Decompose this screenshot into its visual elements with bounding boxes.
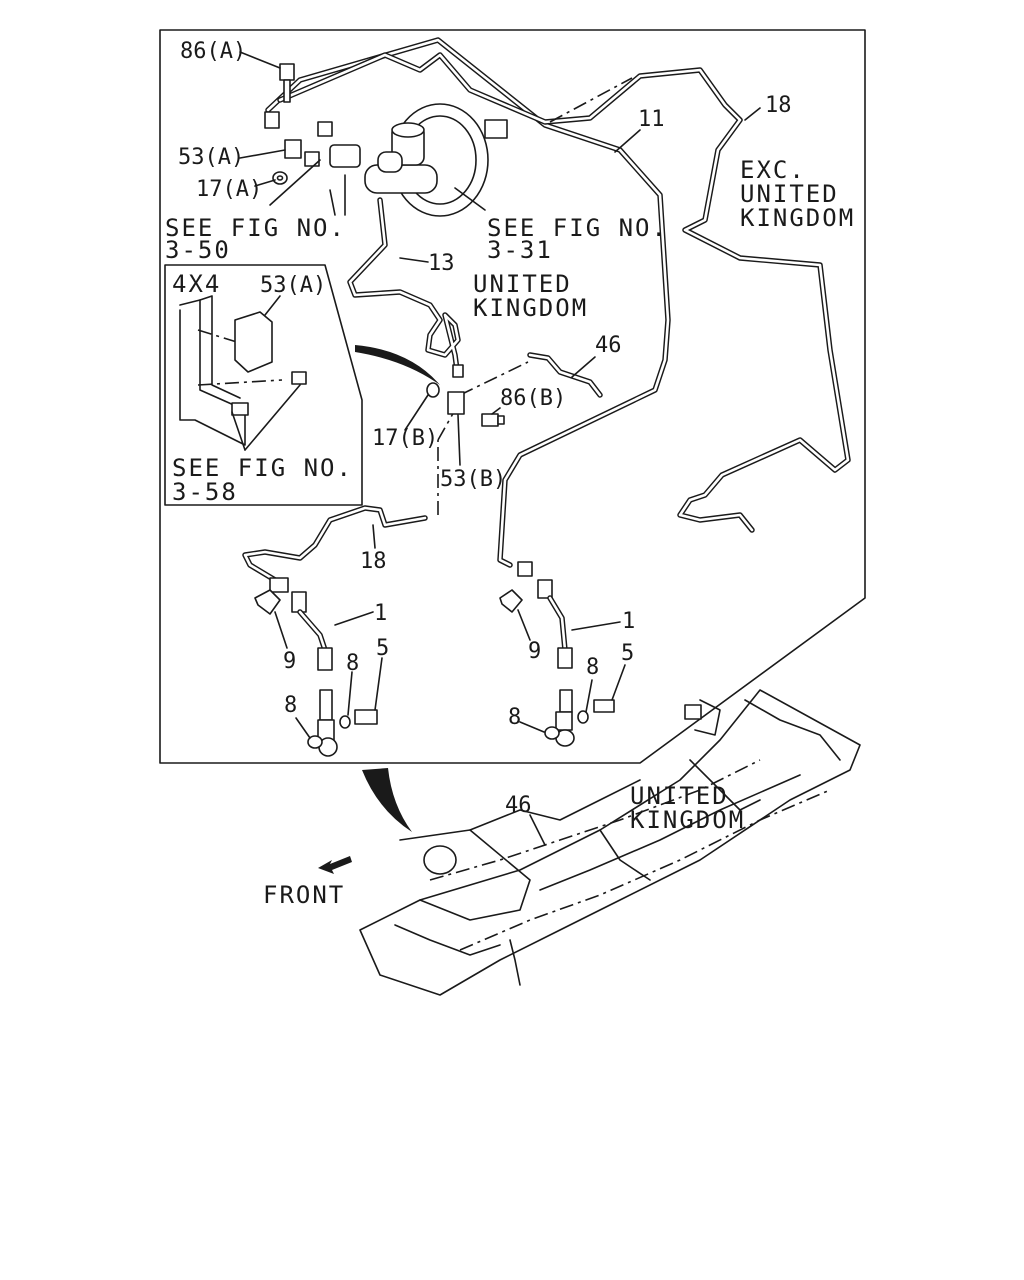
label-see-fig-3-58-line1: SEE FIG NO. — [172, 454, 353, 482]
guide-line-1 — [549, 77, 633, 123]
connector-fittings — [264, 111, 361, 168]
label-9-left: 9 — [283, 649, 296, 674]
leader-lines — [231, 51, 761, 846]
label-86a: 86(A) — [180, 39, 246, 64]
label-17b: 17(B) — [372, 426, 438, 451]
label-53a: 53(A) — [178, 145, 244, 170]
label-9-right: 9 — [528, 639, 541, 664]
brake-pipe-11 — [265, 37, 671, 568]
bracket-53b — [447, 391, 465, 415]
brake-pipe-46-upper — [527, 352, 603, 398]
washer-8-right — [544, 710, 589, 740]
label-8-left-lower: 8 — [284, 693, 297, 718]
label-5-right: 5 — [621, 641, 634, 666]
label-17a: 17(A) — [196, 177, 262, 202]
bolt-5-right — [593, 699, 615, 713]
label-see-fig-3-50-line1: SEE FIG NO. — [165, 214, 346, 242]
washer-17b — [426, 382, 440, 398]
label-see-fig-3-31-line2: 3-31 — [487, 236, 553, 264]
label-1-left: 1 — [374, 601, 387, 626]
label-1-right: 1 — [622, 609, 635, 634]
guide-line-2 — [459, 361, 529, 396]
brake-pipe-13 — [347, 197, 461, 373]
main-diagram-border — [159, 29, 866, 764]
label-46-top: 46 — [595, 333, 622, 358]
washer-8-left — [307, 715, 351, 749]
clip-9-left — [254, 589, 281, 615]
pointer-arrow-inset — [355, 345, 440, 385]
label-uk-mid-line1: UNITED — [473, 270, 572, 298]
bolt-86b — [481, 413, 505, 427]
label-53b: 53(B) — [440, 467, 506, 492]
flex-hose-1-right — [517, 561, 575, 747]
label-exc-line2: UNITED — [740, 180, 839, 208]
label-13: 13 — [428, 251, 455, 276]
inset-bracket — [179, 295, 307, 446]
label-8-left-upper: 8 — [346, 651, 359, 676]
label-inset-53a: 53(A) — [260, 273, 326, 298]
brake-pipe-18-lower — [242, 505, 428, 583]
label-front: FRONT — [263, 881, 345, 909]
label-46-frame: 46 — [505, 793, 532, 818]
label-inset-4x4: 4X4 — [172, 270, 221, 298]
label-18-lower: 18 — [360, 549, 387, 574]
label-see-fig-3-50-line2: 3-50 — [165, 236, 231, 264]
label-uk-frame-line2: KINGDOM — [630, 806, 745, 834]
label-uk-frame-line1: UNITED — [630, 782, 729, 810]
label-18-top: 18 — [765, 93, 792, 118]
guide-line-5 — [197, 329, 241, 344]
label-11: 11 — [638, 107, 665, 132]
label-exc-line1: EXC. — [740, 156, 806, 184]
flex-hose-1-left — [269, 577, 338, 757]
master-cylinder — [364, 122, 438, 194]
bolt-5-left — [354, 709, 378, 725]
guide-line-6 — [197, 379, 283, 386]
label-exc-line3: KINGDOM — [740, 204, 855, 232]
inset-4x4-border — [164, 264, 363, 506]
label-see-fig-3-58-line2: 3-58 — [172, 478, 238, 506]
label-uk-mid-line2: KINGDOM — [473, 294, 588, 322]
joint-fitting — [452, 364, 464, 378]
clip-9-right — [499, 589, 523, 613]
washer-17a — [272, 171, 288, 185]
label-see-fig-3-31-line1: SEE FIG NO. — [487, 214, 668, 242]
bolt-86a — [279, 63, 295, 103]
front-direction-arrow — [318, 856, 352, 874]
label-86b: 86(B) — [500, 386, 566, 411]
vehicle-chassis-frame — [359, 689, 861, 996]
label-8-right-upper: 8 — [586, 655, 599, 680]
guide-line-4 — [437, 409, 456, 441]
brake-pipe-18-upper — [277, 52, 851, 533]
label-5-left: 5 — [376, 636, 389, 661]
bracket-53a — [284, 139, 302, 159]
label-8-right-lower: 8 — [508, 705, 521, 730]
pointer-arrow-frame — [362, 768, 412, 832]
